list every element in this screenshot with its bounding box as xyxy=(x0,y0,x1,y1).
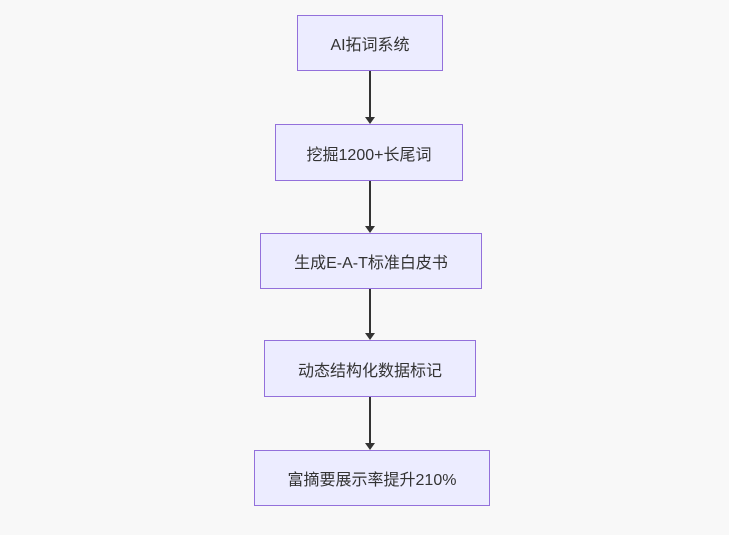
flow-node-label: 挖掘1200+长尾词 xyxy=(306,146,432,164)
flow-arrow-2 xyxy=(364,181,376,233)
flow-node-label: AI拓词系统 xyxy=(330,37,410,54)
flow-arrow-4 xyxy=(364,397,376,450)
flow-node-label: 动态结构化数据标记 xyxy=(297,362,442,380)
arrow-shaft xyxy=(369,289,371,334)
flow-node-ai-word-expansion-system: AI拓词系统 xyxy=(297,15,443,71)
arrow-shaft xyxy=(369,71,371,118)
flow-arrow-1 xyxy=(364,71,376,124)
arrow-head-icon xyxy=(365,333,375,340)
arrow-head-icon xyxy=(365,117,375,124)
flow-node-label: 富摘要展示率提升210% xyxy=(287,472,457,489)
flow-arrow-3 xyxy=(364,289,376,340)
flow-node-mine-longtail-keywords: 挖掘1200+长尾词 xyxy=(275,124,463,181)
arrow-head-icon xyxy=(365,443,375,450)
flow-node-rich-snippet-rate-increase: 富摘要展示率提升210% xyxy=(254,450,490,506)
arrow-shaft xyxy=(369,181,371,227)
flow-node-label: 生成E-A-T标准白皮书 xyxy=(294,255,448,272)
arrow-shaft xyxy=(369,397,371,444)
arrow-head-icon xyxy=(365,226,375,233)
flow-node-dynamic-structured-data-markup: 动态结构化数据标记 xyxy=(264,340,476,397)
flow-node-generate-eat-whitepaper: 生成E-A-T标准白皮书 xyxy=(260,233,482,289)
